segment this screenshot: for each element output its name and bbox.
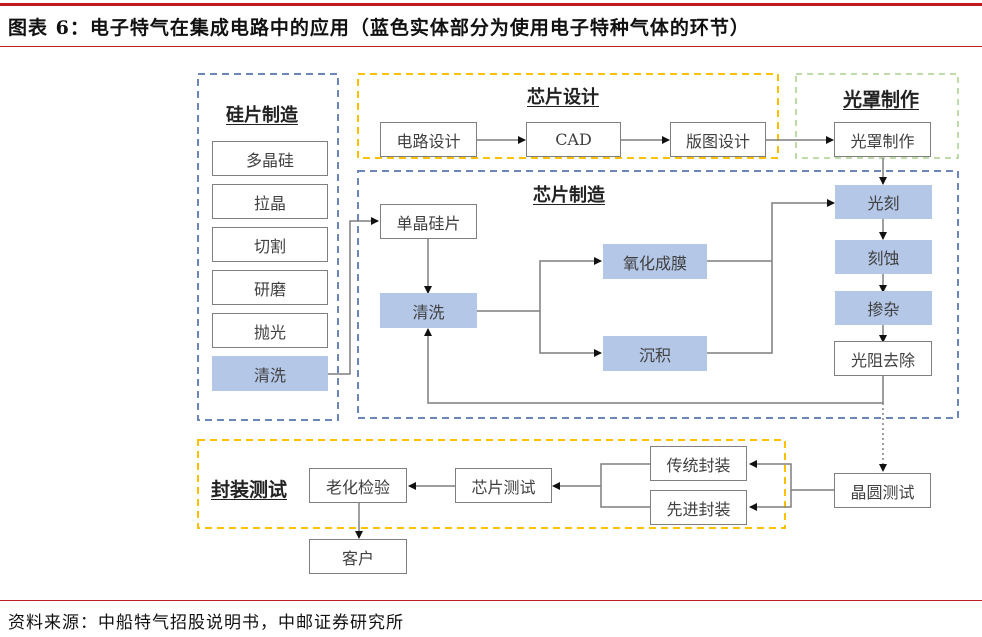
group-title-fab: 芯片制造 <box>533 185 605 206</box>
node-slicing[interactable]: 切割 <box>212 227 328 262</box>
node-traditional-packaging[interactable]: 传统封装 <box>650 446 747 481</box>
node-mono-wafer[interactable]: 单晶硅片 <box>380 204 477 239</box>
edge-wafer-test-to-advanced-packaging <box>749 490 792 511</box>
node-chip-test[interactable]: 芯片测试 <box>455 468 552 503</box>
edge-wafer-cleaning-to-mono-wafer <box>328 217 379 375</box>
figure-title: 图表 6：电子特气在集成电路中的应用（蓝色实体部分为使用电子特种气体的环节） <box>8 17 750 39</box>
source-note: 资料来源：中船特气招股说明书，中邮证券研究所 <box>8 613 404 633</box>
top-rule <box>0 3 982 6</box>
footer-rule <box>0 600 982 601</box>
group-title-design: 芯片设计 <box>527 87 599 108</box>
edge-cleaning-to-oxidation <box>477 257 602 312</box>
node-polysilicon[interactable]: 多晶硅 <box>212 141 328 176</box>
node-crystal-pulling[interactable]: 拉晶 <box>212 184 328 219</box>
group-frame-design <box>357 73 779 159</box>
node-lithography[interactable]: 光刻 <box>835 185 932 219</box>
node-advanced-packaging[interactable]: 先进封装 <box>650 490 747 525</box>
edge-packaging-to-chip-test <box>600 463 650 508</box>
node-oxidation[interactable]: 氧化成膜 <box>603 244 707 279</box>
node-grinding[interactable]: 研磨 <box>212 270 328 305</box>
node-cad[interactable]: CAD <box>526 122 621 157</box>
title-underline <box>0 46 982 47</box>
node-customer[interactable]: 客户 <box>309 539 407 574</box>
group-title-mask: 光罩制作 <box>843 89 920 111</box>
group-title-wafer: 硅片制造 <box>226 105 298 126</box>
node-wafer-test[interactable]: 晶圆测试 <box>834 473 931 508</box>
node-wafer-cleaning[interactable]: 清洗 <box>212 356 328 391</box>
node-deposition[interactable]: 沉积 <box>603 336 707 371</box>
group-frame-mask <box>795 73 959 159</box>
edge-deposition-to-lithography <box>707 199 835 354</box>
group-frame-wafer <box>197 73 339 421</box>
group-frame-fab <box>357 170 959 419</box>
node-etching[interactable]: 刻蚀 <box>835 240 932 274</box>
node-burn-in[interactable]: 老化检验 <box>309 468 407 503</box>
edge-wafer-test-to-packaging <box>749 460 834 491</box>
node-layout-design[interactable]: 版图设计 <box>670 122 766 157</box>
node-mask-making[interactable]: 光罩制作 <box>834 122 931 157</box>
group-title-package: 封装测试 <box>211 479 288 501</box>
edge-cleaning-to-deposition <box>539 311 602 357</box>
node-photoresist-removal[interactable]: 光阻去除 <box>834 341 932 376</box>
node-doping[interactable]: 掺杂 <box>835 291 932 325</box>
node-fab-cleaning[interactable]: 清洗 <box>380 293 477 328</box>
node-circuit-design[interactable]: 电路设计 <box>380 122 477 157</box>
edge-photoresist-removal-to-cleaning <box>424 328 884 404</box>
node-polishing[interactable]: 抛光 <box>212 313 328 348</box>
group-frame-package <box>197 439 786 529</box>
